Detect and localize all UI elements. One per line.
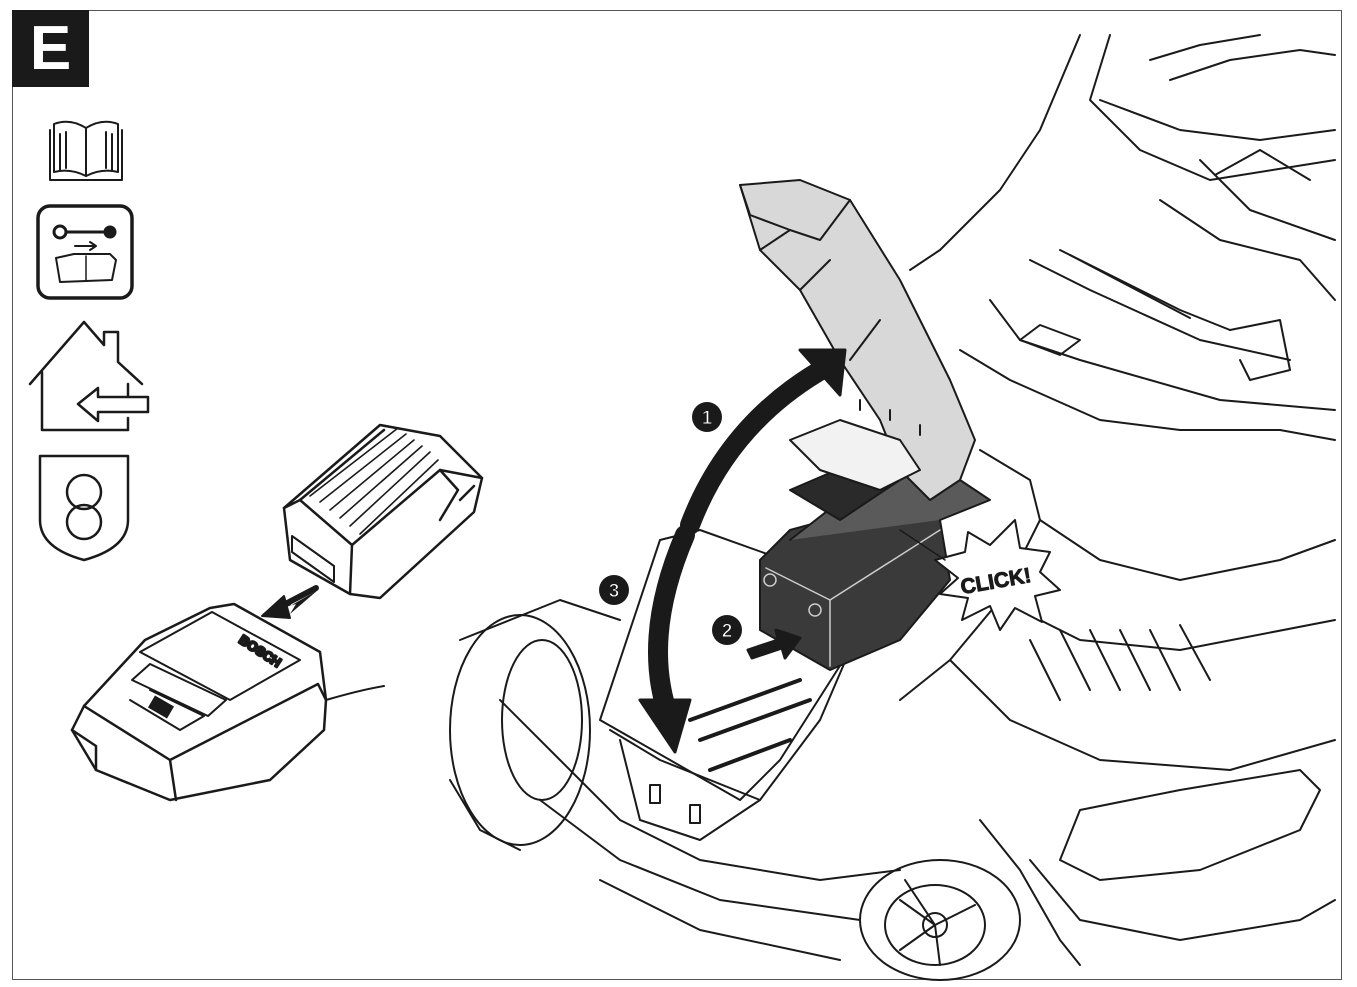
- battery-pack: [282, 423, 484, 600]
- battery-charger: BOSCH: [70, 602, 385, 802]
- manual-book-icon: [49, 120, 123, 181]
- step-2-marker: 2: [712, 615, 742, 645]
- indoors-house-icon: [28, 320, 150, 432]
- step-3-marker: 3: [599, 575, 629, 605]
- svg-text:2: 2: [722, 621, 733, 642]
- insert-into-charger-arrow: [261, 585, 319, 619]
- remove-key-read-manual-icon: [36, 204, 134, 300]
- lawnmower: [449, 34, 1336, 981]
- figure-frame: [12, 10, 1342, 980]
- section-label: E: [12, 10, 89, 87]
- click-sound-burst: CLICK!: [899, 519, 1061, 631]
- svg-text:3: 3: [609, 581, 620, 602]
- step-3-close-lid-arrow: [638, 525, 695, 754]
- step-1-marker: 1: [692, 402, 722, 432]
- svg-text:1: 1: [702, 408, 713, 429]
- safety-transformer-icon: [38, 454, 130, 562]
- step-1-open-lid-arrow: [680, 348, 847, 535]
- step-2-insert-battery-arrow: [746, 628, 802, 660]
